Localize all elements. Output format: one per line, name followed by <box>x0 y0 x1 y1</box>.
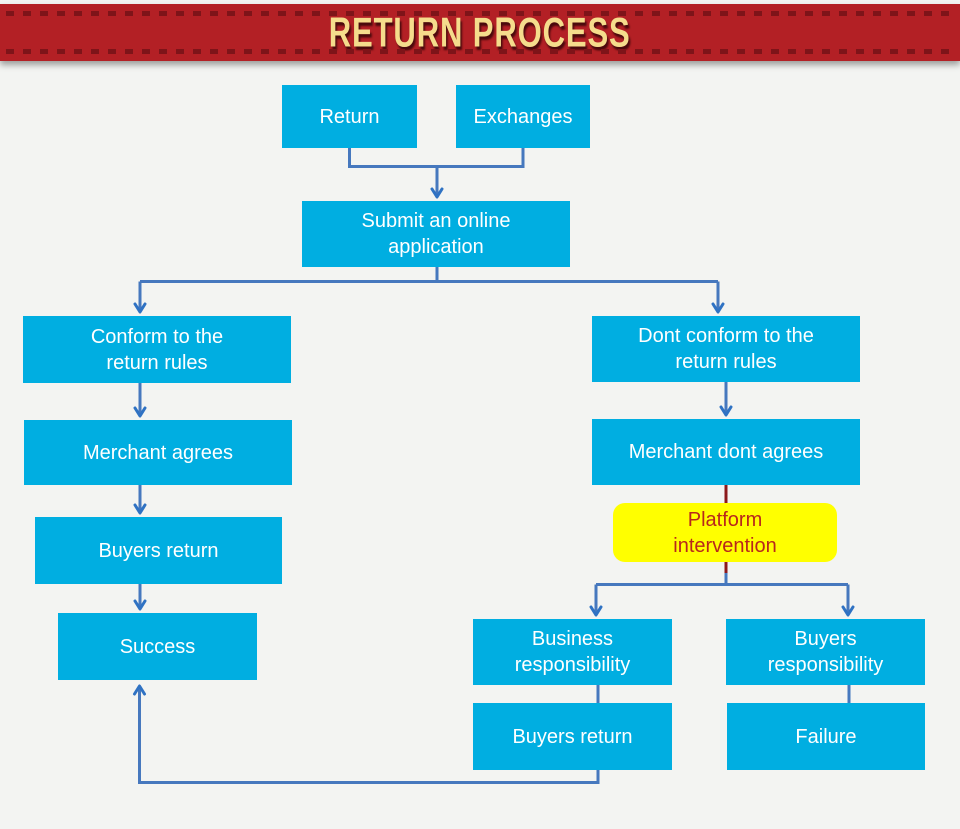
banner-dashed-line-bottom <box>6 49 954 54</box>
node-failure: Failure <box>727 703 925 770</box>
connector-buyers-return-loop-to-success <box>133 684 600 784</box>
node-buyers-return-2: Buyers return <box>473 703 672 770</box>
node-platform-intervention: Platform intervention <box>613 503 837 562</box>
node-buyers-responsibility: Buyers responsibility <box>726 619 925 685</box>
connector-return-exchanges-merge <box>348 148 525 168</box>
node-submit-application: Submit an online application <box>302 201 570 267</box>
page-title: RETURN PROCESS <box>329 8 631 55</box>
node-success: Success <box>58 613 257 680</box>
node-business-responsibility: Business responsibility <box>473 619 672 685</box>
node-buyers-return: Buyers return <box>35 517 282 584</box>
node-dont-conform-rules: Dont conform to the return rules <box>592 316 860 382</box>
node-merchant-agrees: Merchant agrees <box>24 420 292 485</box>
banner-dashed-line-top <box>6 11 954 16</box>
node-exchanges: Exchanges <box>456 85 590 148</box>
node-return: Return <box>282 85 417 148</box>
title-banner: RETURN PROCESS <box>0 4 960 61</box>
node-merchant-dont-agrees: Merchant dont agrees <box>592 419 860 485</box>
node-conform-rules: Conform to the return rules <box>23 316 291 383</box>
